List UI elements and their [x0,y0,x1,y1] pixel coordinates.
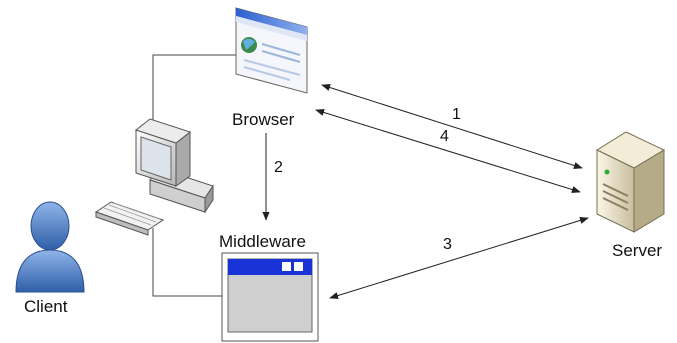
desktop-computer-icon [94,118,214,236]
server-label: Server [612,241,663,260]
edge-browser-server-1 [321,84,583,169]
browser-label: Browser [232,110,295,129]
server-tower-icon [595,131,666,233]
edge-label-1: 1 [452,106,461,123]
edge-browser-server-4 [315,108,581,194]
edge-middleware-server-3 [329,216,589,300]
user-icon [15,201,85,293]
middleware-label: Middleware [219,232,306,251]
edge-label-4: 4 [440,128,449,145]
edge-label-2: 2 [274,159,283,176]
edge-label-3: 3 [443,236,452,253]
client-label: Client [24,297,68,316]
application-window-icon [221,252,319,342]
browser-window-icon [235,7,308,94]
client-connector-lines [152,54,236,297]
